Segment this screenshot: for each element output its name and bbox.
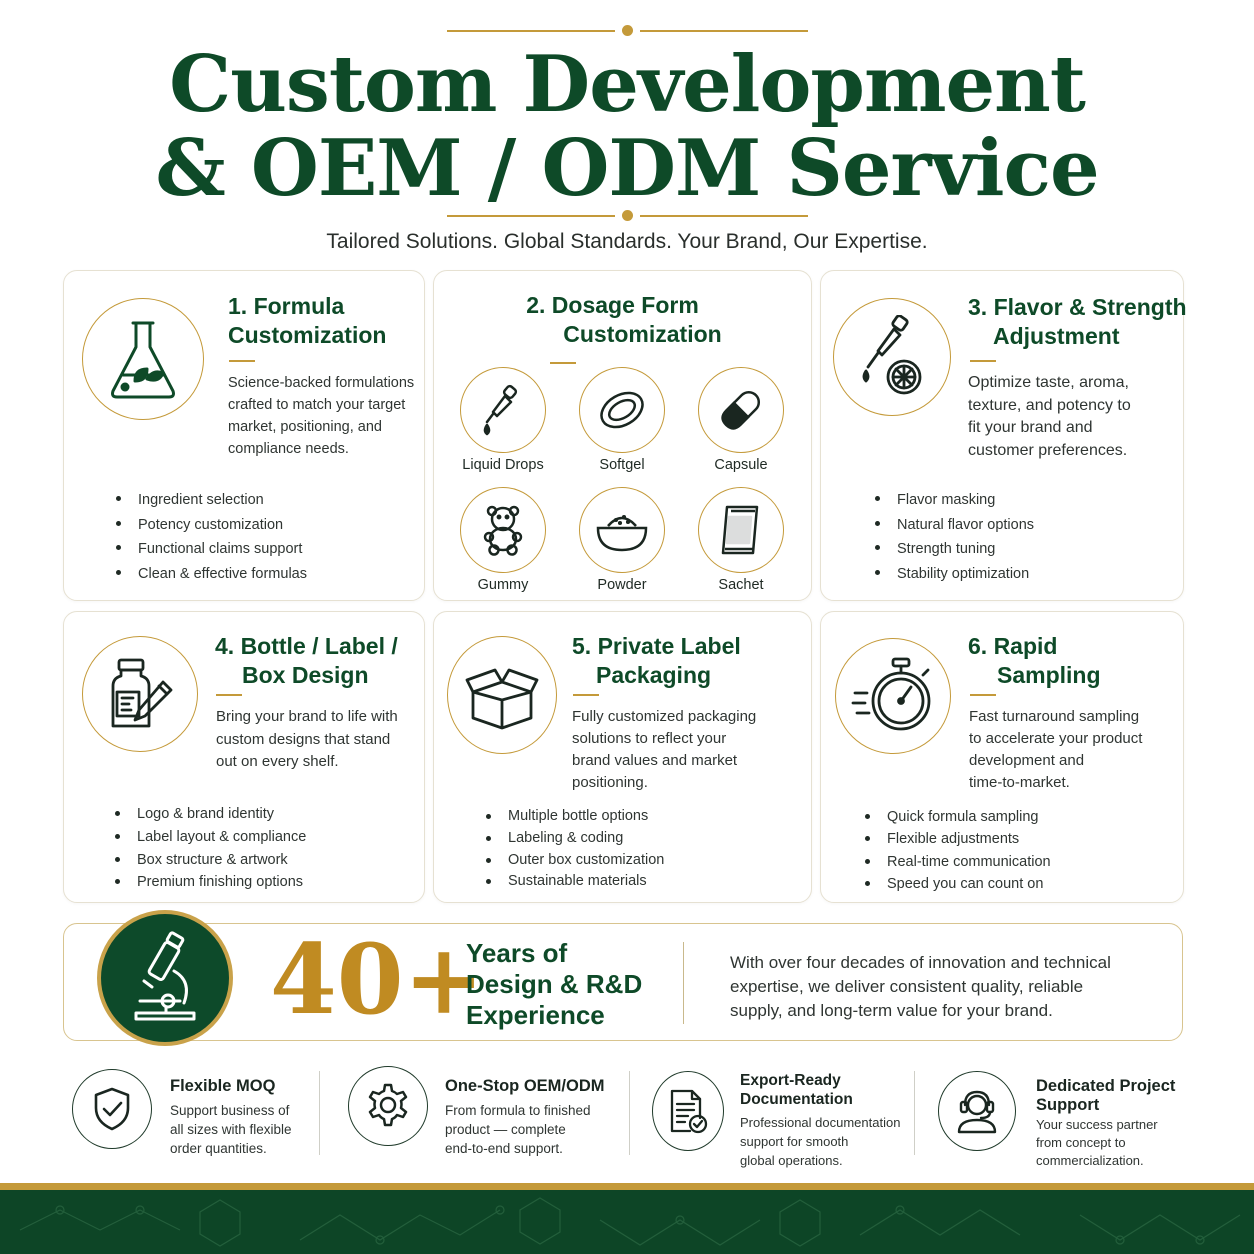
list-item: Stability optimization [875,562,1175,587]
card-4-title: 4. Bottle / Label / Box Design [215,633,398,688]
feature-1-description: Support business of all sizes with flexi… [170,1103,292,1156]
dropper-citrus-icon [833,298,951,416]
shield-check-icon [72,1069,152,1149]
card-1-bullets: Ingredient selection Potency customizati… [116,488,416,586]
bottle-pencil-icon [82,636,198,752]
experience-number: 40+ [270,923,485,1036]
list-item: Clean & effective formulas [116,562,416,587]
header-ornament-top-dot [622,25,633,36]
feature-3-description: Professional documentation support for s… [740,1115,901,1168]
header-ornament-bottom-right [640,215,808,217]
page-subtitle: Tailored Solutions. Global Standards. Yo… [326,230,928,253]
list-item: Real-time communication [865,851,1165,873]
card-1-rule [229,360,255,362]
dosage-form-powder: Powder [562,487,682,593]
feature-2-description: From formula to finished product — compl… [445,1103,591,1156]
list-item: Natural flavor options [875,513,1175,538]
header-ornament-top-right [640,30,808,32]
card-3-bullets: Flavor masking Natural flavor options St… [875,488,1175,586]
softgel-icon [579,367,665,453]
gear-icon [348,1066,428,1146]
card-6-title: 6. Rapid Sampling [968,633,1101,688]
list-item: Multiple bottle options [486,806,786,828]
experience-label: Years of Design & R&D Experience [466,938,643,1030]
sachet-icon [698,487,784,573]
card-flavor-strength-adjustment [820,270,1184,601]
form-label: Liquid Drops [462,457,544,473]
list-item: Speed you can count on [865,873,1165,895]
dosage-form-capsule: Capsule [681,367,801,473]
feature-divider [914,1071,915,1155]
dosage-form-sachet: Sachet [681,487,801,593]
list-item: Premium finishing options [115,871,415,894]
card-6-rule [970,694,996,696]
list-item: Box structure & artwork [115,849,415,872]
page-title-line2: & OEM / ODM Service [155,123,1099,214]
capsule-icon [698,367,784,453]
liquid-drops-icon [460,367,546,453]
feature-4-title: Dedicated Project Support [1036,1077,1176,1114]
feature-divider [319,1071,320,1155]
gummy-bear-icon [460,487,546,573]
experience-description: With over four decades of innovation and… [730,953,1111,1020]
list-item: Strength tuning [875,537,1175,562]
footer-gold-strip [0,1183,1254,1190]
card-6-bullets: Quick formula sampling Flexible adjustme… [865,806,1165,895]
card-4-bullets: Logo & brand identity Label layout & com… [115,803,415,894]
document-check-icon [652,1071,724,1151]
dosage-form-liquid-drops: Liquid Drops [443,367,563,473]
list-item: Logo & brand identity [115,803,415,826]
card-3-rule [970,360,996,362]
form-label: Capsule [714,457,768,473]
list-item: Functional claims support [116,537,416,562]
list-item: Outer box customization [486,850,786,872]
card-5-bullets: Multiple bottle options Labeling & codin… [486,806,786,893]
card-5-rule [573,694,599,696]
microscope-icon [97,910,233,1046]
card-2-title: 2. Dosage Form Customization [526,292,722,347]
card-5-description: Fully customized packaging solutions to … [572,708,757,791]
powder-bowl-icon [579,487,665,573]
footer-molecule-band [0,1190,1254,1254]
form-label: Gummy [477,577,529,593]
feature-1-title: Flexible MOQ [170,1077,276,1095]
list-item: Potency customization [116,513,416,538]
card-3-description: Optimize taste, aroma, texture, and pote… [968,374,1131,459]
list-item: Quick formula sampling [865,806,1165,828]
page-title-line1: Custom Development [169,39,1086,130]
list-item: Sustainable materials [486,871,786,893]
list-item: Ingredient selection [116,488,416,513]
experience-banner [63,923,1183,1041]
card-6-description: Fast turnaround sampling to accelerate y… [969,708,1143,791]
card-2-rule [550,362,576,364]
headset-support-icon [938,1071,1016,1151]
feature-2-title: One-Stop OEM/ODM [445,1077,605,1095]
card-1-title: 1. Formula Customization [228,293,387,348]
feature-divider [629,1071,630,1155]
banner-divider [683,942,684,1024]
list-item: Flexible adjustments [865,828,1165,850]
card-4-rule [216,694,242,696]
header-ornament-top-left [447,30,615,32]
dosage-form-gummy: Gummy [443,487,563,593]
card-3-title: 3. Flavor & Strength Adjustment [968,294,1187,349]
header-ornament-bottom-left [447,215,615,217]
list-item: Flavor masking [875,488,1175,513]
stopwatch-icon [835,638,951,754]
open-box-icon [447,636,557,754]
flask-leaf-icon [82,298,204,420]
form-label: Softgel [599,457,645,473]
header-ornament-bottom-dot [622,210,633,221]
feature-4-description: Your success partner from concept to com… [1036,1117,1158,1168]
feature-3-title: Export-Ready Documentation [740,1072,853,1108]
form-label: Sachet [718,577,764,593]
card-5-title: 5. Private Label Packaging [572,633,741,688]
list-item: Label layout & compliance [115,826,415,849]
list-item: Labeling & coding [486,828,786,850]
card-1-description: Science-backed formulations crafted to m… [228,375,415,457]
card-4-description: Bring your brand to life with custom des… [216,708,398,770]
dosage-form-softgel: Softgel [562,367,682,473]
form-label: Powder [597,577,647,593]
